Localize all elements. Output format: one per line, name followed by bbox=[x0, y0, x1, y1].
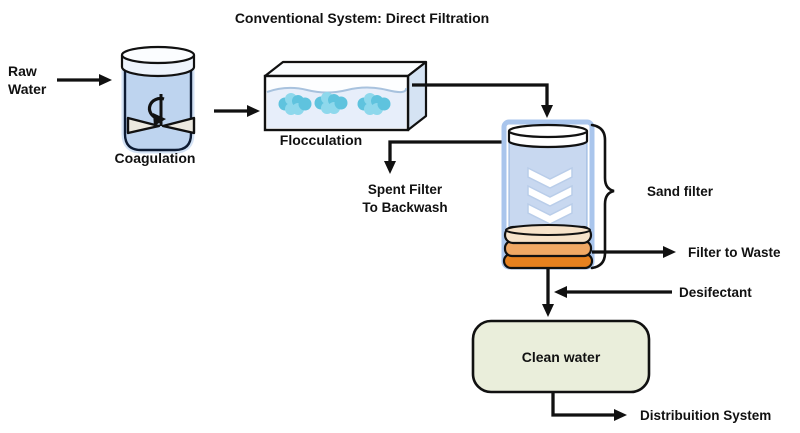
coagulation-label: Coagulation bbox=[115, 150, 196, 166]
title-mark: · bbox=[484, 11, 487, 22]
clean-water-box bbox=[471, 319, 651, 394]
arrow-to-distribution bbox=[551, 393, 627, 421]
sand-filter-column bbox=[501, 119, 595, 270]
filter-to-waste-label: Filter to Waste bbox=[688, 245, 781, 260]
spent-filter-label: Spent Filter To Backwash bbox=[362, 182, 447, 215]
sand-filter-brace bbox=[590, 123, 615, 270]
arrow-spent-filter-backwash bbox=[384, 140, 506, 174]
raw-water-line1: Raw bbox=[8, 63, 37, 79]
filter-lid-top bbox=[507, 123, 589, 139]
tank-waterline bbox=[266, 86, 408, 94]
jar-rim-top bbox=[120, 45, 196, 65]
sand-filter-label: Sand filter bbox=[647, 184, 714, 199]
propeller-right-blade bbox=[161, 116, 196, 135]
diagram-title: Conventional System: Direct Filtration bbox=[235, 10, 489, 26]
desifectant-label: Desifectant bbox=[679, 285, 752, 300]
raw-water-label: Raw Water bbox=[8, 63, 47, 97]
flocculation-label: Flocculation bbox=[280, 132, 362, 148]
sand-layer-top-ellipse bbox=[505, 224, 591, 236]
floc-cluster-2 bbox=[314, 92, 348, 114]
floc-cluster-1 bbox=[278, 93, 312, 115]
spent-filter-line1: Spent Filter bbox=[368, 182, 443, 197]
raw-water-line2: Water bbox=[8, 81, 47, 97]
coagulation-vessel bbox=[120, 45, 196, 154]
propeller-left-blade bbox=[126, 116, 161, 135]
arrow-flocculation-to-filter bbox=[412, 83, 553, 118]
stirrer-rotation-arrowhead bbox=[153, 113, 166, 126]
floc-cluster-3 bbox=[357, 93, 391, 115]
distribution-label: Distribuition System bbox=[640, 408, 771, 423]
flocculation-tank bbox=[263, 60, 428, 132]
tank-top-face bbox=[263, 60, 428, 78]
clean-water-label: Clean water bbox=[522, 349, 601, 365]
spent-filter-line2: To Backwash bbox=[362, 200, 447, 215]
downward-chevrons-icon bbox=[527, 166, 573, 225]
